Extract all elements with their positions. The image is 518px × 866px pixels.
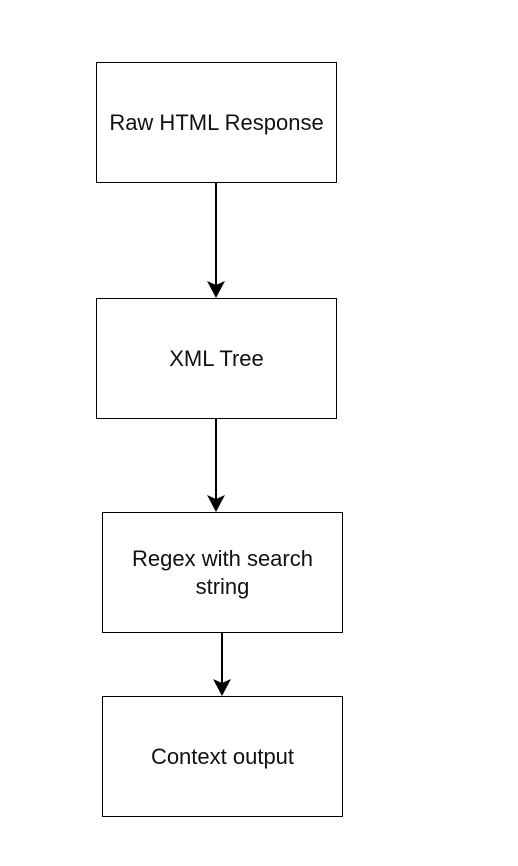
node-label: XML Tree bbox=[169, 345, 264, 371]
node-raw-html-response: Raw HTML Response bbox=[96, 62, 337, 183]
arrowhead-icon bbox=[207, 495, 225, 512]
node-label: Context output bbox=[150, 743, 295, 769]
edge-regex-to-context bbox=[213, 633, 231, 696]
arrowhead-icon bbox=[213, 679, 231, 696]
node-xml-tree: XML Tree bbox=[96, 298, 337, 419]
node-regex-with-search-string: Regex with search string bbox=[102, 512, 343, 633]
node-context-output: Context output bbox=[102, 696, 343, 817]
node-label: Raw HTML Response bbox=[109, 109, 324, 135]
edge-xml-to-regex bbox=[207, 419, 225, 512]
arrowhead-icon bbox=[207, 281, 225, 298]
edge-raw-to-xml bbox=[207, 183, 225, 298]
node-label: Regex with search string bbox=[132, 546, 313, 599]
